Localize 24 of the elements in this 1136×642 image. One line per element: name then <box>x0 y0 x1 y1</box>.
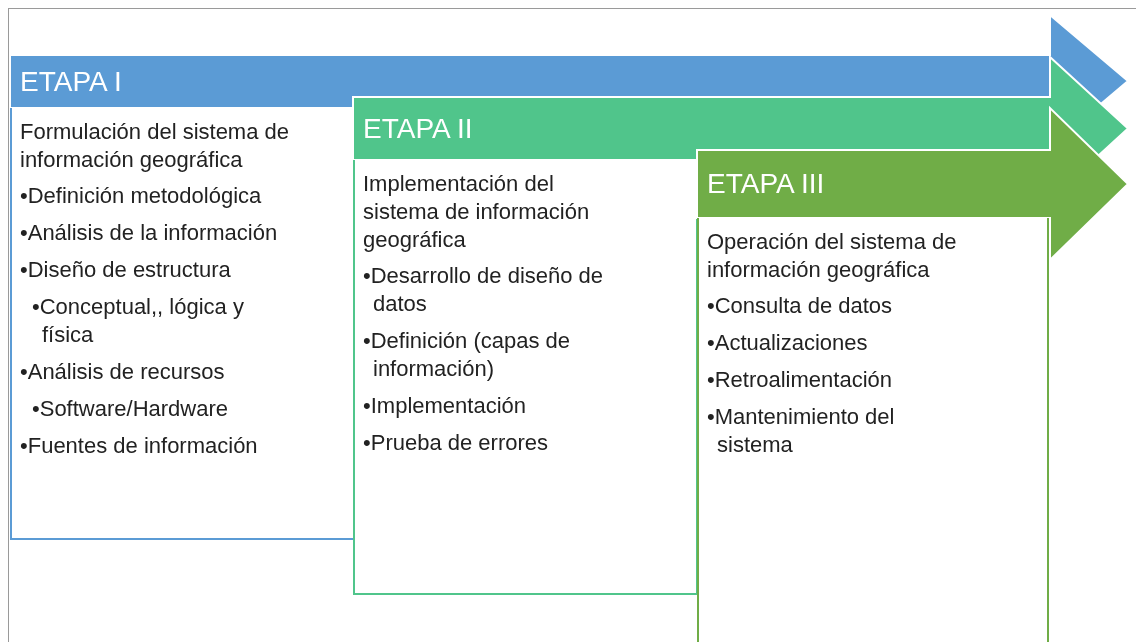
stage-panel <box>353 160 698 595</box>
stage-heading: ETAPA II <box>363 112 473 145</box>
bullet-item: •Definición metodológica <box>20 182 263 210</box>
bullet-item: •Mantenimiento del sistema <box>707 403 896 459</box>
bullet-item: •Actualizaciones <box>707 329 869 357</box>
stage-title: Operación del sistema de información geográfica <box>707 228 958 284</box>
stage-title: Formulación del sistema de información geográfica <box>20 118 290 174</box>
stage-panel <box>10 108 355 540</box>
bullet-item: •Implementación <box>363 392 527 420</box>
bullet-item: •Software/Hardware <box>32 395 229 423</box>
bullet-item: •Consulta de datos <box>707 292 894 320</box>
bullet-item: •Prueba de errores <box>363 429 550 457</box>
bullet-item: •Desarrollo de diseño de datos <box>363 262 605 318</box>
bullet-item: •Retroalimentación <box>707 366 893 394</box>
bullet-item: •Conceptual,, lógica y física <box>32 293 245 349</box>
bullet-item: •Diseño de estructura <box>20 256 232 284</box>
stage-heading: ETAPA I <box>20 65 122 98</box>
stage-panel <box>697 218 1049 642</box>
bullet-item: •Fuentes de información <box>20 432 259 460</box>
stage-heading: ETAPA III <box>707 168 825 200</box>
stage-title: Implementación del sistema de información geográfica <box>363 170 591 254</box>
bullet-item: •Definición (capas de información) <box>363 327 572 383</box>
bullet-item: •Análisis de la información <box>20 219 279 247</box>
bullet-item: •Análisis de recursos <box>20 358 226 386</box>
